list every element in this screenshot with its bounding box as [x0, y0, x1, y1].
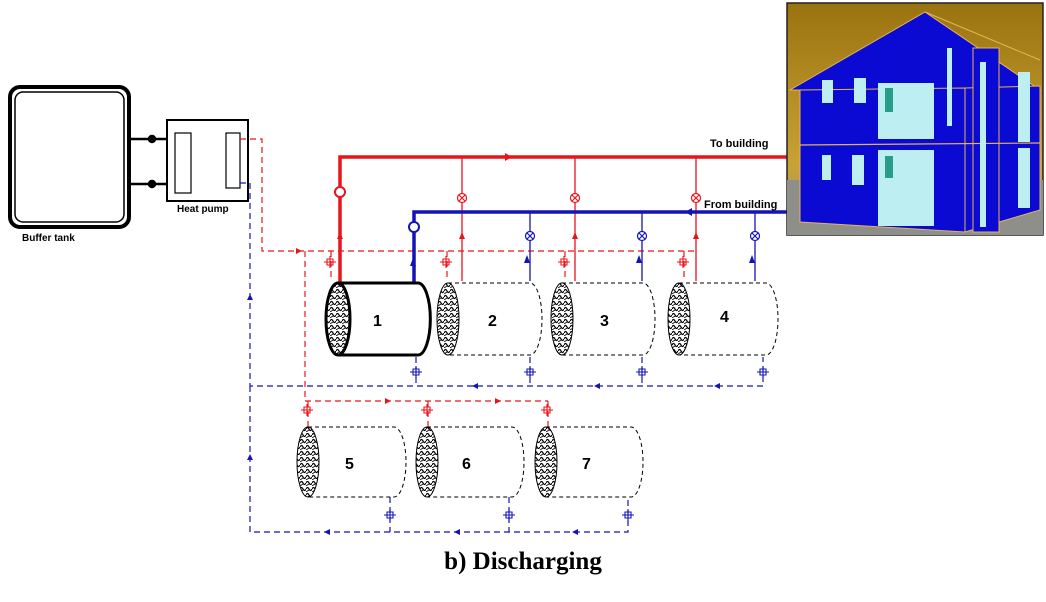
buffer-tank: Buffer tank — [8, 85, 131, 244]
tank-2-label: 2 — [488, 313, 497, 330]
tank-7: 7 — [534, 426, 644, 498]
tank-1: 1 — [324, 281, 432, 357]
tank-6-label: 6 — [462, 456, 471, 473]
from-building-label: From building — [704, 199, 777, 211]
heat-pump: Heat pump — [166, 119, 249, 215]
tank-1-label: 1 — [373, 313, 382, 330]
tank-6: 6 — [415, 426, 525, 498]
tank-7-label: 7 — [582, 456, 591, 473]
supply-main — [334, 153, 790, 285]
flow-arrows — [247, 232, 755, 535]
tank-3-label: 3 — [600, 313, 609, 330]
tank-4-label: 4 — [720, 309, 729, 326]
pumps — [301, 256, 769, 521]
heat-pump-label: Heat pump — [177, 204, 229, 215]
valves — [456, 192, 761, 242]
buffer-tank-label: Buffer tank — [22, 233, 75, 244]
tank-2: 2 — [436, 282, 543, 356]
to-building-label: To building — [710, 138, 768, 150]
tank-3: 3 — [550, 282, 656, 356]
heatpump-supply-dashed — [240, 138, 695, 428]
tank-5: 5 — [296, 426, 407, 498]
tank-5-label: 5 — [345, 456, 354, 473]
figure-caption: b) Discharging — [444, 548, 602, 575]
return-main — [408, 208, 790, 285]
building-image — [786, 2, 1044, 236]
tank-4: 4 — [667, 282, 779, 356]
